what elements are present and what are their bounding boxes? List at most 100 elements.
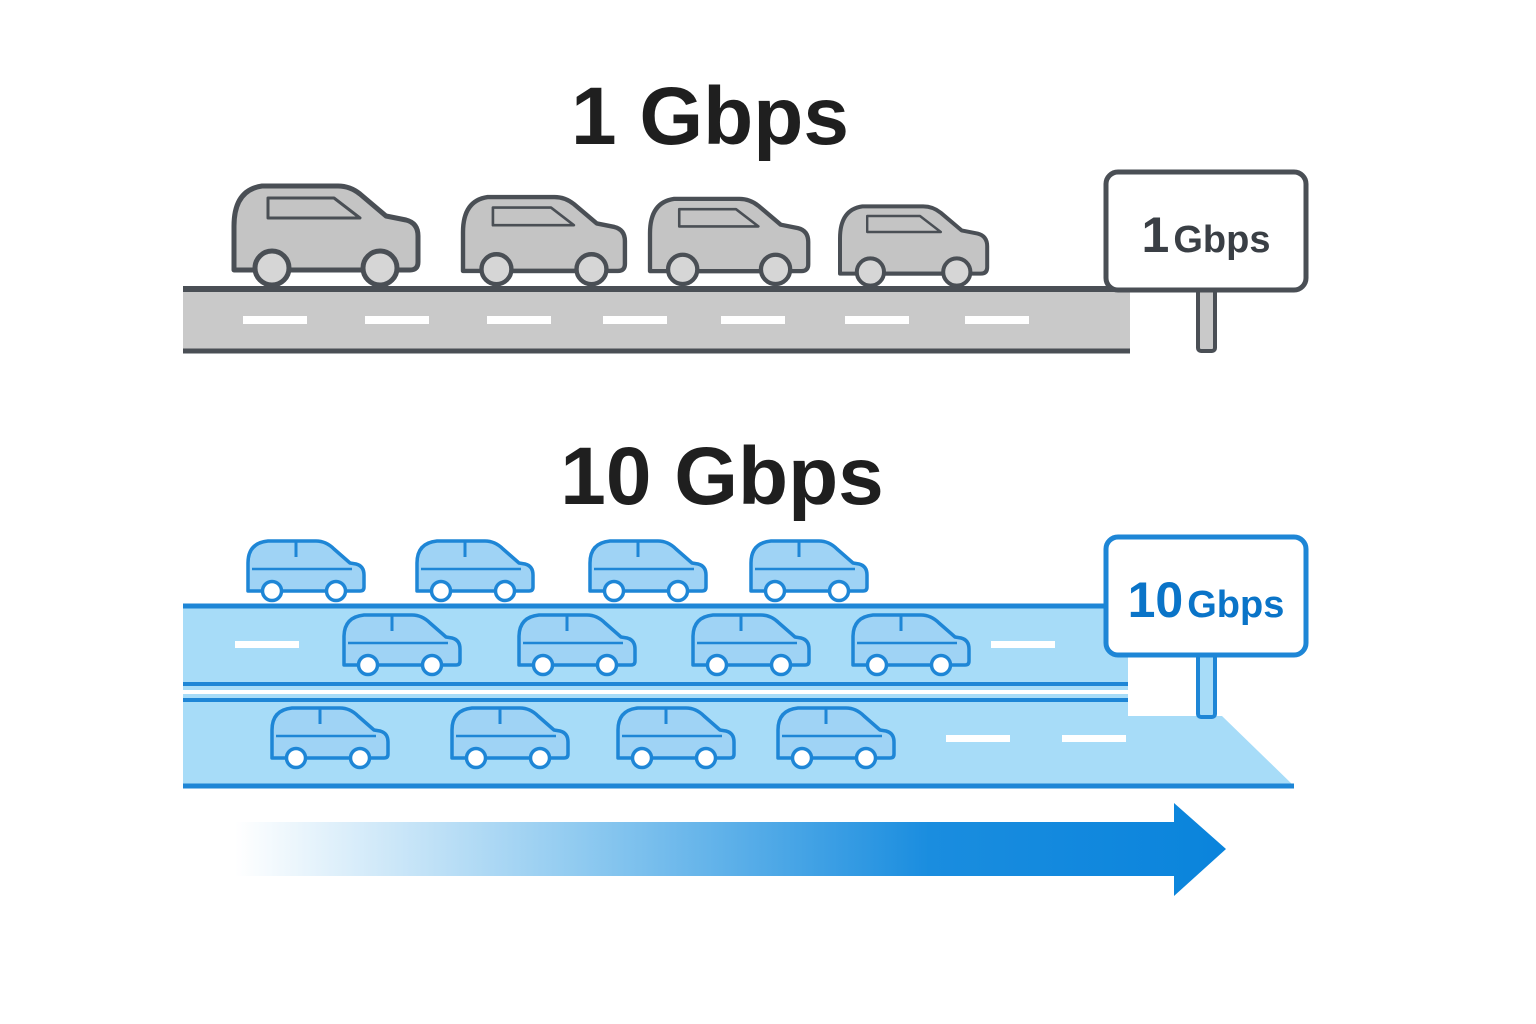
car-wheel xyxy=(854,256,887,288)
hatchback-car-icon xyxy=(342,613,462,677)
suv-car-icon xyxy=(231,183,421,288)
car-wheel xyxy=(420,653,444,677)
cars-10gbps xyxy=(246,539,971,770)
car-wheel xyxy=(665,252,700,287)
car-window xyxy=(491,206,576,227)
car-wheel xyxy=(574,252,609,287)
car-wheel xyxy=(630,746,654,770)
hatchback-car-icon xyxy=(450,706,570,770)
car-wheel xyxy=(260,579,284,603)
car-wheel xyxy=(694,746,718,770)
lane-dash xyxy=(235,641,299,648)
suv-car-icon xyxy=(647,196,811,287)
hatchback-car-icon xyxy=(270,706,390,770)
hatchback-car-icon xyxy=(776,706,896,770)
car-body xyxy=(837,204,990,276)
sign-post-10gbps xyxy=(1196,652,1217,719)
car-body xyxy=(270,706,390,760)
car-wheel xyxy=(429,579,453,603)
title-1gbps: 1 Gbps xyxy=(571,71,849,162)
car-wheel xyxy=(929,653,953,677)
car-wheel xyxy=(602,579,626,603)
suv-car-icon xyxy=(460,194,628,287)
car-wheel xyxy=(854,746,878,770)
lane-dash xyxy=(845,316,909,324)
car-wheel xyxy=(758,252,793,287)
speed-arrow xyxy=(235,803,1226,896)
sign-post-1gbps xyxy=(1196,286,1217,353)
lane-dash xyxy=(1062,735,1126,742)
car-body xyxy=(691,613,811,667)
lane-dash xyxy=(721,316,785,324)
car-body xyxy=(851,613,971,667)
sign-number-1gbps: 1 xyxy=(1142,207,1170,263)
car-wheel xyxy=(531,653,555,677)
title-10gbps: 10 Gbps xyxy=(560,431,884,522)
car-wheel xyxy=(464,746,488,770)
car-wheel xyxy=(595,653,619,677)
lane-dash xyxy=(603,316,667,324)
hatchback-car-icon xyxy=(616,706,736,770)
car-wheel xyxy=(763,579,787,603)
car-wheel xyxy=(284,746,308,770)
car-body xyxy=(749,539,869,593)
car-body xyxy=(231,183,421,273)
car-wheel xyxy=(360,248,400,288)
hatchback-car-icon xyxy=(851,613,971,677)
car-body xyxy=(776,706,896,760)
car-wheel xyxy=(790,746,814,770)
car-wheel xyxy=(252,248,292,288)
car-wheel xyxy=(666,579,690,603)
hatchback-car-icon xyxy=(691,613,811,677)
sign-unit-1gbps: Gbps xyxy=(1173,219,1270,261)
lane-dash xyxy=(946,735,1010,742)
hatchback-car-icon xyxy=(517,613,637,677)
car-wheel xyxy=(941,256,973,288)
single-lane-road xyxy=(183,286,1130,354)
car-wheel xyxy=(528,746,552,770)
sign-board-1gbps xyxy=(1103,169,1309,293)
hatchback-car-icon xyxy=(246,539,366,603)
hatchback-car-icon xyxy=(415,539,535,603)
car-body xyxy=(647,196,811,274)
car-body xyxy=(246,539,366,593)
car-wheel xyxy=(705,653,729,677)
lane-dash xyxy=(487,316,551,324)
lane-dash xyxy=(965,316,1029,324)
hatchback-car-icon xyxy=(749,539,869,603)
car-body xyxy=(588,539,708,593)
car-body xyxy=(450,706,570,760)
car-wheel xyxy=(324,579,348,603)
car-wheel xyxy=(769,653,793,677)
right-arrow-icon xyxy=(235,803,1226,896)
car-wheel xyxy=(865,653,889,677)
lane-dashes-1gbps xyxy=(243,316,1029,324)
car-body xyxy=(415,539,535,593)
car-wheel xyxy=(827,579,851,603)
car-body xyxy=(460,194,628,274)
cars-1gbps xyxy=(231,183,990,288)
car-wheel xyxy=(479,252,514,287)
car-wheel xyxy=(348,746,372,770)
sign-unit-10gbps: Gbps xyxy=(1187,584,1284,626)
lane-dash xyxy=(365,316,429,324)
hatchback-car-icon xyxy=(588,539,708,603)
car-wheel xyxy=(493,579,517,603)
suv-car-icon xyxy=(837,204,990,288)
car-window xyxy=(866,214,943,234)
car-body xyxy=(517,613,637,667)
sign-number-10gbps: 10 xyxy=(1128,572,1184,628)
car-body xyxy=(342,613,462,667)
car-window xyxy=(266,196,362,220)
lane-dashes-10gbps xyxy=(235,641,1126,742)
sign-board-10gbps xyxy=(1103,534,1309,658)
car-body xyxy=(616,706,736,760)
lane-dash xyxy=(243,316,307,324)
